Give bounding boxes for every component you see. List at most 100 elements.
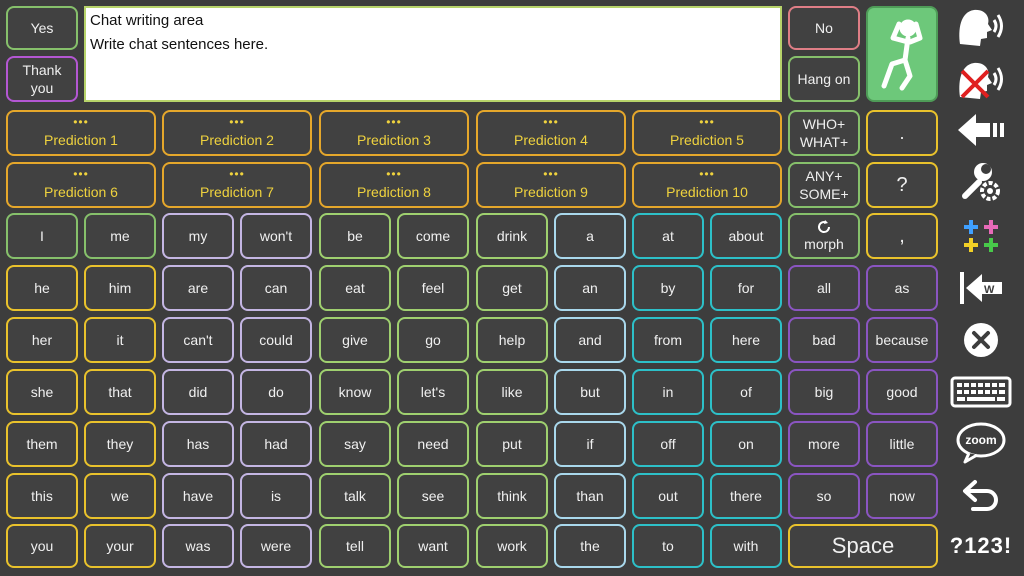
word-button[interactable]: were: [240, 524, 312, 568]
word-button[interactable]: is: [240, 473, 312, 519]
prediction-10-button[interactable]: •••Prediction 10: [632, 162, 782, 208]
word-button[interactable]: me: [84, 213, 156, 259]
word-button[interactable]: talk: [319, 473, 391, 519]
word-button[interactable]: so: [788, 473, 860, 519]
word-button[interactable]: to: [632, 524, 704, 568]
word-button[interactable]: off: [632, 421, 704, 467]
hang-on-button[interactable]: Hang on: [788, 56, 860, 102]
prediction-9-button[interactable]: •••Prediction 9: [476, 162, 626, 208]
word-button[interactable]: see: [397, 473, 469, 519]
word-button[interactable]: because: [866, 317, 938, 363]
word-button[interactable]: go: [397, 317, 469, 363]
word-button[interactable]: can: [240, 265, 312, 311]
prediction-4-button[interactable]: •••Prediction 4: [476, 110, 626, 156]
morph-button[interactable]: morph: [788, 213, 860, 259]
word-button[interactable]: more: [788, 421, 860, 467]
clear-button[interactable]: [948, 316, 1014, 364]
word-button[interactable]: your: [84, 524, 156, 568]
word-button[interactable]: have: [162, 473, 234, 519]
word-button[interactable]: let's: [397, 369, 469, 415]
word-button[interactable]: do: [240, 369, 312, 415]
word-button[interactable]: could: [240, 317, 312, 363]
prediction-1-button[interactable]: •••Prediction 1: [6, 110, 156, 156]
zoom-button[interactable]: zoom: [948, 418, 1014, 466]
word-button[interactable]: in: [632, 369, 704, 415]
word-button[interactable]: want: [397, 524, 469, 568]
word-button[interactable]: for: [710, 265, 782, 311]
word-button[interactable]: they: [84, 421, 156, 467]
word-button[interactable]: be: [319, 213, 391, 259]
word-button[interactable]: it: [84, 317, 156, 363]
space-button[interactable]: Space: [788, 524, 938, 568]
word-button[interactable]: she: [6, 369, 78, 415]
word-button[interactable]: as: [866, 265, 938, 311]
word-button[interactable]: if: [554, 421, 626, 467]
word-button[interactable]: a: [554, 213, 626, 259]
prediction-8-button[interactable]: •••Prediction 8: [319, 162, 469, 208]
word-button[interactable]: I: [6, 213, 78, 259]
word-button[interactable]: an: [554, 265, 626, 311]
backspace-button[interactable]: [948, 106, 1014, 154]
question-mark-button[interactable]: ?: [866, 162, 938, 208]
word-button[interactable]: was: [162, 524, 234, 568]
word-button[interactable]: big: [788, 369, 860, 415]
prediction-3-button[interactable]: •••Prediction 3: [319, 110, 469, 156]
word-button[interactable]: eat: [319, 265, 391, 311]
word-button[interactable]: than: [554, 473, 626, 519]
word-button[interactable]: my: [162, 213, 234, 259]
word-button[interactable]: think: [476, 473, 548, 519]
word-button[interactable]: her: [6, 317, 78, 363]
numbers-symbols-button[interactable]: ?123!: [949, 533, 1013, 558]
prediction-5-button[interactable]: •••Prediction 5: [632, 110, 782, 156]
word-button[interactable]: good: [866, 369, 938, 415]
word-button[interactable]: has: [162, 421, 234, 467]
speak-button[interactable]: [948, 4, 1014, 52]
word-button[interactable]: give: [319, 317, 391, 363]
word-button[interactable]: little: [866, 421, 938, 467]
mute-button[interactable]: [948, 56, 1014, 104]
word-button[interactable]: help: [476, 317, 548, 363]
prediction-6-button[interactable]: •••Prediction 6: [6, 162, 156, 208]
word-button[interactable]: here: [710, 317, 782, 363]
word-button[interactable]: work: [476, 524, 548, 568]
comma-button[interactable]: ,: [866, 213, 938, 259]
word-button[interactable]: we: [84, 473, 156, 519]
word-button[interactable]: all: [788, 265, 860, 311]
word-button[interactable]: tell: [319, 524, 391, 568]
word-button[interactable]: won't: [240, 213, 312, 259]
word-button[interactable]: with: [710, 524, 782, 568]
word-button[interactable]: feel: [397, 265, 469, 311]
word-button[interactable]: put: [476, 421, 548, 467]
word-button[interactable]: by: [632, 265, 704, 311]
word-button[interactable]: get: [476, 265, 548, 311]
word-button[interactable]: need: [397, 421, 469, 467]
word-button[interactable]: now: [866, 473, 938, 519]
word-button[interactable]: drink: [476, 213, 548, 259]
period-button[interactable]: .: [866, 110, 938, 156]
chat-writing-area[interactable]: Chat writing area Write chat sentences h…: [84, 6, 782, 102]
word-button[interactable]: out: [632, 473, 704, 519]
word-button[interactable]: at: [632, 213, 704, 259]
delete-word-button[interactable]: W: [948, 264, 1014, 312]
word-button[interactable]: the: [554, 524, 626, 568]
word-button[interactable]: them: [6, 421, 78, 467]
word-button[interactable]: know: [319, 369, 391, 415]
prediction-7-button[interactable]: •••Prediction 7: [162, 162, 312, 208]
word-button[interactable]: this: [6, 473, 78, 519]
word-button[interactable]: bad: [788, 317, 860, 363]
word-button[interactable]: and: [554, 317, 626, 363]
word-button[interactable]: like: [476, 369, 548, 415]
settings-button[interactable]: [948, 158, 1014, 206]
grammar-button[interactable]: [948, 212, 1014, 260]
word-button[interactable]: that: [84, 369, 156, 415]
word-button[interactable]: but: [554, 369, 626, 415]
any-some-button[interactable]: ANY+ SOME+: [788, 162, 860, 208]
word-button[interactable]: are: [162, 265, 234, 311]
who-what-button[interactable]: WHO+ WHAT+: [788, 110, 860, 156]
word-button[interactable]: about: [710, 213, 782, 259]
word-button[interactable]: of: [710, 369, 782, 415]
word-button[interactable]: on: [710, 421, 782, 467]
word-button[interactable]: had: [240, 421, 312, 467]
word-button[interactable]: did: [162, 369, 234, 415]
word-button[interactable]: there: [710, 473, 782, 519]
